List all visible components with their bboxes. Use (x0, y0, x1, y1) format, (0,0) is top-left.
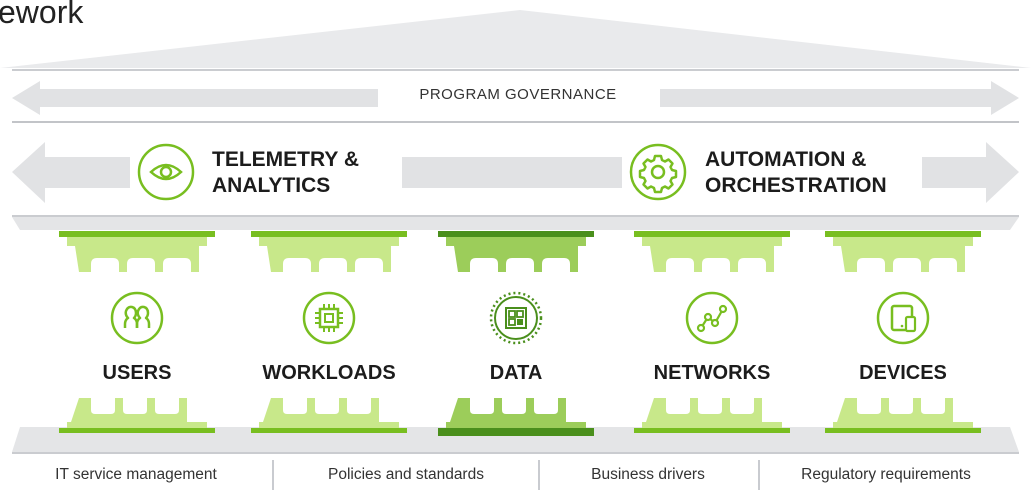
capability-line: AUTOMATION & (705, 148, 867, 171)
capability-line: ANALYTICS (212, 174, 331, 197)
divider (758, 460, 760, 490)
bottom-slab (12, 427, 1019, 452)
pillar-shaft-base (646, 398, 762, 422)
pillar-label-devices: DEVICES (859, 362, 947, 384)
divider (272, 460, 274, 490)
gear-icon (629, 143, 687, 201)
pillar-shaft-base (837, 398, 953, 422)
network-icon (685, 291, 739, 345)
pillar-capital (251, 231, 407, 237)
pillar-base (59, 428, 215, 433)
pillar-shaft-top (650, 246, 774, 272)
users-icon (110, 291, 164, 345)
pillar-capital-band (833, 237, 973, 246)
pillar-capital-band (642, 237, 782, 246)
capability-line: ORCHESTRATION (705, 174, 887, 197)
pillar-base-band (833, 422, 973, 428)
pillar-base-band (446, 422, 586, 428)
pillar-label-users: USERS (102, 362, 172, 384)
pillar-shaft-top (841, 246, 965, 272)
pillar-shaft-top (454, 246, 578, 272)
pillar-capital (825, 231, 981, 237)
pillar-base-shadow (438, 433, 594, 436)
data-grid-icon (489, 291, 543, 345)
pillar-shaft-base (450, 398, 566, 422)
foundation-item: Regulatory requirements (801, 466, 971, 483)
top-slab (12, 217, 1019, 230)
pillar-capital (59, 231, 215, 237)
pillar-base (251, 428, 407, 433)
roof (0, 10, 1031, 68)
pillar-capital (634, 231, 790, 237)
pillar-capital-band (259, 237, 399, 246)
pillar-base (825, 428, 981, 433)
capability-automation: AUTOMATION & ORCHESTRATION (705, 147, 887, 199)
page-title: ework (0, 0, 84, 30)
pillar-label-workloads: WORKLOADS (262, 362, 396, 384)
tablet-icon (876, 291, 930, 345)
foundation-item: Policies and standards (328, 466, 484, 483)
pillar-capital-band (446, 237, 586, 246)
governance-arrow-left (12, 81, 378, 115)
eye-icon (137, 143, 195, 201)
pillar-base (634, 428, 790, 433)
capability-line: TELEMETRY & (212, 148, 360, 171)
chip-icon (302, 291, 356, 345)
pillar-label-data: DATA (489, 362, 543, 384)
pillar-shaft-top (267, 246, 391, 272)
pillar-capital-band (67, 237, 207, 246)
pillar-base-band (67, 422, 207, 428)
pillar-base (438, 428, 594, 433)
pillar-base-band (259, 422, 399, 428)
governance-arrow-right (660, 81, 1019, 115)
governance-label: PROGRAM GOVERNANCE (419, 86, 617, 103)
pillar-shaft-top (75, 246, 199, 272)
capability-telemetry: TELEMETRY & ANALYTICS (212, 147, 359, 199)
pillar-capital (438, 231, 594, 237)
pillar-shaft-base (263, 398, 379, 422)
capability-bar-center (402, 157, 622, 188)
capability-arrow-left (12, 142, 130, 203)
foundation-item: IT service management (55, 466, 217, 483)
pillar-base-band (642, 422, 782, 428)
pillar-shaft-base (71, 398, 187, 422)
foundation-item: Business drivers (591, 466, 705, 483)
pillar-label-networks: NETWORKS (653, 362, 771, 384)
divider (538, 460, 540, 490)
capability-arrow-right (922, 142, 1019, 203)
